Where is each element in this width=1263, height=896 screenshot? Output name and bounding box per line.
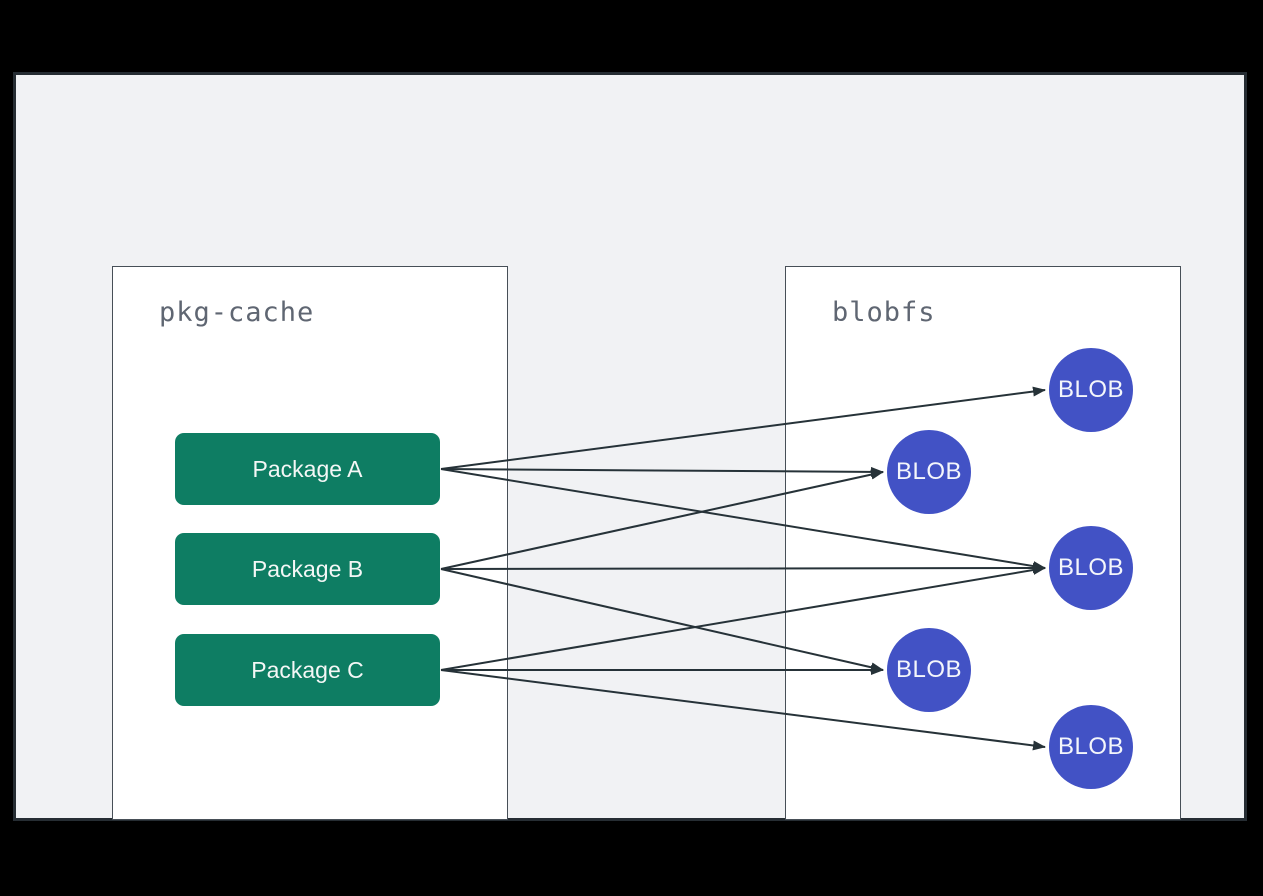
package-b-node: Package B	[175, 533, 440, 605]
package-c-node: Package C	[175, 634, 440, 706]
diagram-canvas: pkg-cache blobfs Package A Package B Pac…	[13, 72, 1247, 821]
blob-5-node: BLOB	[1049, 705, 1133, 789]
blob-3-node: BLOB	[1049, 526, 1133, 610]
blob-2-node: BLOB	[887, 430, 971, 514]
package-a-node: Package A	[175, 433, 440, 505]
pkg-cache-title: pkg-cache	[159, 297, 315, 328]
blob-4-node: BLOB	[887, 628, 971, 712]
blobfs-title: blobfs	[832, 297, 936, 328]
blob-1-node: BLOB	[1049, 348, 1133, 432]
